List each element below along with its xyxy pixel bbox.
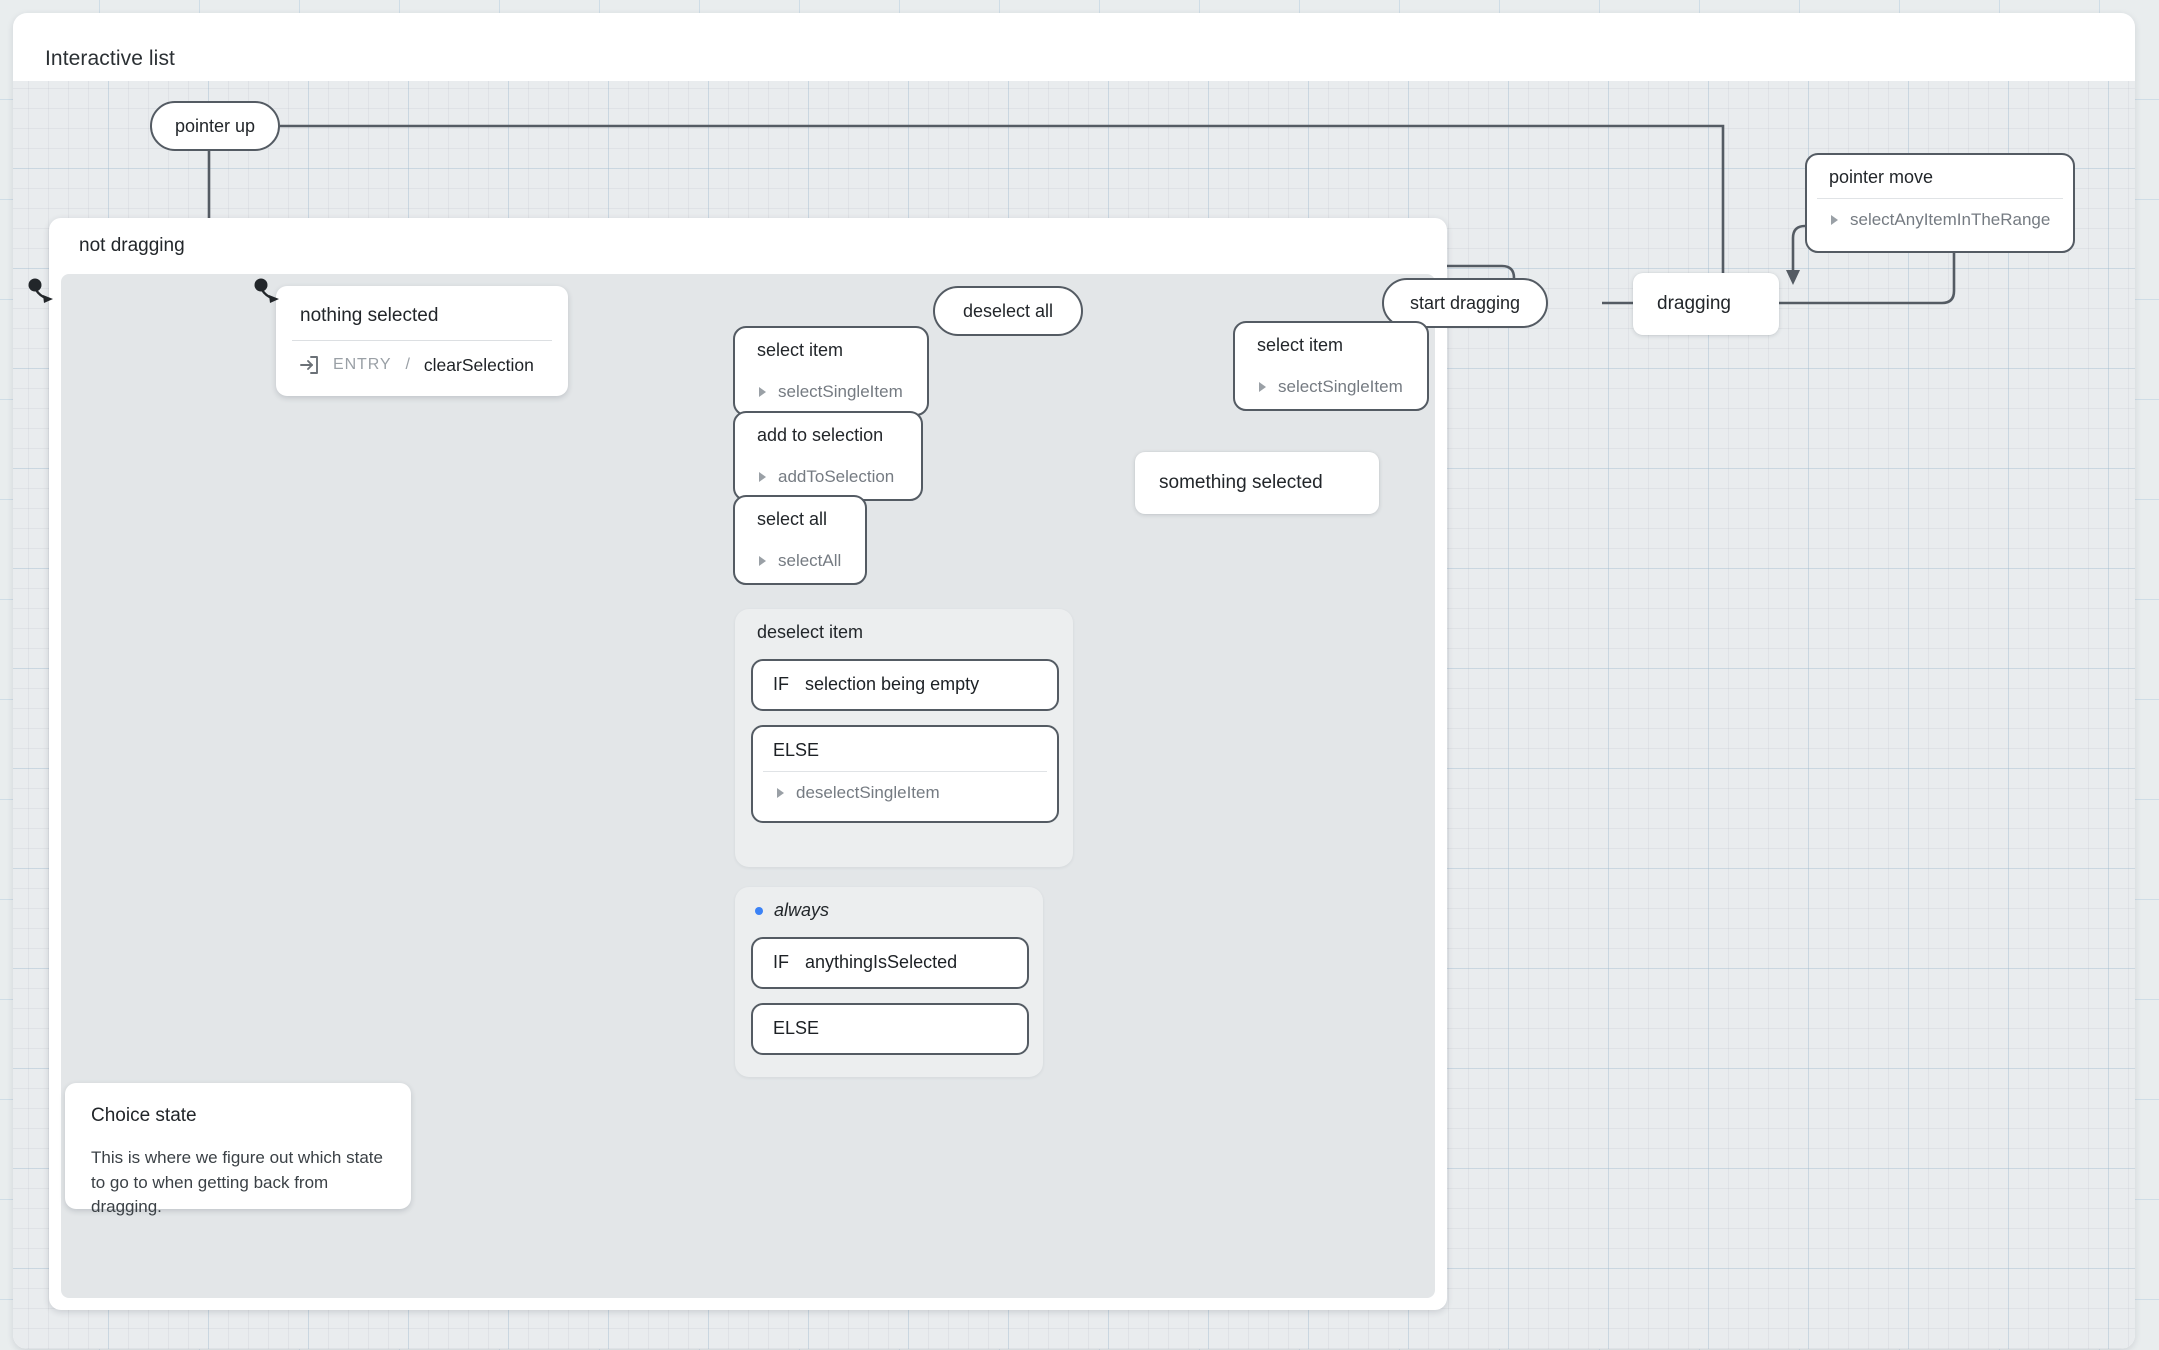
event-select-all[interactable]: select all selectAll [733,495,867,585]
initial-marker-root [28,278,53,303]
state-dragging-label: dragging [1657,293,1731,314]
action-row: selectAll [735,540,865,583]
state-something-selected-label: something selected [1159,472,1323,493]
event-select-item-right[interactable]: select item selectSingleItem [1233,321,1429,411]
always-dot-icon [755,906,763,915]
entry-separator: / [405,356,410,373]
action-label: selectSingleItem [1278,377,1403,396]
event-start-dragging-label: start dragging [1409,292,1521,313]
entry-keyword: ENTRY [333,356,392,373]
event-select-item-left-label: select item [757,340,844,360]
event-start-dragging[interactable]: start dragging [1382,278,1548,328]
event-deselect-all-label: deselect all [962,300,1054,321]
event-select-item-left[interactable]: select item selectSingleItem [733,326,929,416]
branch-if-head: IF anythingIsSelected [753,939,1027,986]
branch-else-head: ELSE [753,1005,1027,1052]
divider [1817,198,2063,199]
event-add-to-selection[interactable]: add to selection addToSelection [733,411,923,501]
branch-if[interactable]: IF anythingIsSelected [751,937,1029,989]
action-row: selectSingleItem [735,371,927,414]
state-nothing-selected-label: nothing selected [300,305,439,326]
event-pointer-up-label: pointer up [174,115,256,136]
branch-if-head: IF selection being empty [753,661,1057,708]
event-add-to-selection-label: add to selection [757,425,884,445]
divider [292,340,552,341]
event-deselect-item-label: deselect item [757,622,864,642]
branch-else-head: ELSE [753,727,1057,771]
machine-canvas[interactable]: not dragging pointer up start dragging d… [13,81,2135,1349]
state-not-dragging-label: not dragging [79,235,185,256]
state-choice-state-description: This is where we figure out which state … [91,1148,383,1217]
event-deselect-all[interactable]: deselect all [933,286,1083,336]
action-label: deselectSingleItem [796,783,940,802]
branch-keyword: IF [773,674,789,694]
event-always[interactable]: always IF anythingIsSelected ELSE [735,887,1043,1077]
play-triangle-icon [1259,382,1266,392]
divider [763,771,1047,772]
enter-arrow-icon [300,356,318,374]
event-deselect-item[interactable]: deselect item IF selection being empty E… [735,609,1073,867]
state-choice-state[interactable]: Choice state This is where we figure out… [65,1083,411,1216]
entry-action-row: ENTRY / clearSelection [276,341,568,394]
branch-keyword: ELSE [773,1018,820,1038]
branch-keyword: ELSE [773,740,820,760]
action-row: selectAnyItemInTheRange [1807,199,2073,243]
play-triangle-icon [759,472,766,482]
branch-guard: anythingIsSelected [805,952,958,972]
initial-marker-not-dragging [254,278,279,303]
action-row: deselectSingleItem [753,772,1057,816]
entry-action-label: clearSelection [423,354,534,375]
play-triangle-icon [759,387,766,397]
event-always-label: always [774,900,830,920]
state-something-selected[interactable]: something selected [1135,452,1379,514]
event-select-item-right-label: select item [1257,335,1344,355]
branch-if[interactable]: IF selection being empty [751,659,1059,711]
action-label: selectAnyItemInTheRange [1850,210,2051,229]
state-dragging[interactable]: dragging [1633,273,1779,335]
event-pointer-move-label: pointer move [1829,167,1934,187]
action-row: addToSelection [735,456,921,499]
machine-card: Interactive list [13,13,2135,1349]
state-choice-state-label: Choice state [91,1105,197,1126]
event-always-label-row: always [735,887,1043,931]
action-row: selectSingleItem [1235,366,1427,409]
action-label: selectAll [778,551,842,570]
state-nothing-selected[interactable]: nothing selected ENTRY / clearSelection [276,286,568,396]
action-label: addToSelection [778,467,895,486]
page-title: Interactive list [45,47,175,70]
event-select-all-label: select all [757,509,828,529]
play-triangle-icon [759,556,766,566]
event-pointer-up[interactable]: pointer up [150,101,280,151]
event-pointer-move[interactable]: pointer move selectAnyItemInTheRange [1805,153,2075,253]
action-label: selectSingleItem [778,382,903,401]
branch-else[interactable]: ELSE [751,1003,1029,1055]
branch-else[interactable]: ELSE deselectSingleItem [751,725,1059,823]
play-triangle-icon [777,788,784,798]
play-triangle-icon [1831,215,1838,225]
branch-guard: selection being empty [805,674,980,694]
branch-keyword: IF [773,952,789,972]
